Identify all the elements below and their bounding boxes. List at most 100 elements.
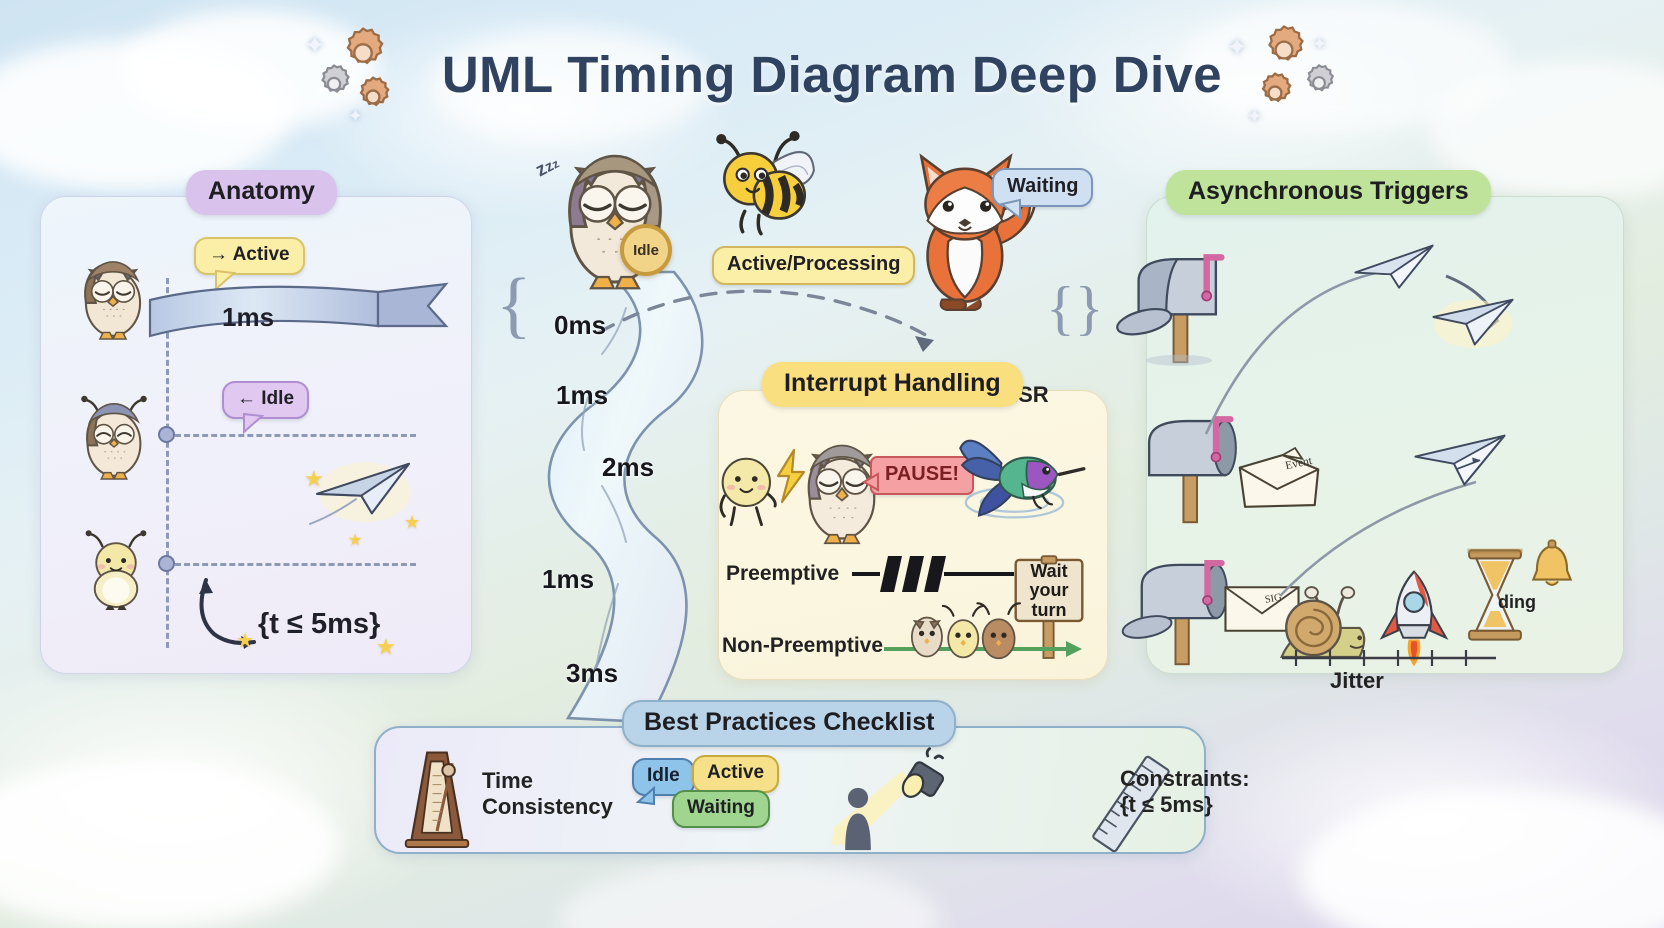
speech-bubble-tail bbox=[635, 785, 655, 806]
cloud-decoration bbox=[430, 30, 710, 140]
envelope-label: SIG bbox=[1264, 592, 1283, 606]
jitter-label: Jitter bbox=[1330, 668, 1384, 693]
anatomy-state-line-idle bbox=[166, 434, 416, 437]
gear-icon bbox=[359, 76, 390, 107]
badge-pause: PAUSE! bbox=[870, 456, 975, 495]
label-line-1: Constraints: bbox=[1120, 766, 1250, 791]
badge-state-active: Active bbox=[692, 755, 780, 793]
wait-your-turn-sign-text: Wait your turn bbox=[1029, 561, 1069, 620]
best-practice-label-time-consistency: Time Consistency bbox=[482, 768, 613, 821]
bug-illustration bbox=[85, 530, 147, 611]
cloud-decoration bbox=[1300, 790, 1664, 928]
rocket-icon bbox=[1379, 570, 1449, 667]
timeline-tick-0: 0ms bbox=[554, 310, 607, 340]
ding-label: ding bbox=[1498, 592, 1536, 612]
gear-icon bbox=[346, 27, 384, 65]
gear-icon bbox=[1261, 72, 1292, 103]
sparkle-icon: ★ bbox=[236, 630, 254, 652]
paper-plane-icon bbox=[1354, 244, 1434, 289]
panel-interrupt-title: Interrupt Handling bbox=[762, 362, 1023, 407]
label-line-1: Time bbox=[482, 768, 533, 793]
jitter-scale bbox=[1282, 650, 1496, 666]
label-line-2: Consistency bbox=[482, 794, 613, 820]
preemptive-label: Preemptive bbox=[726, 562, 840, 585]
ball-character-illustration bbox=[719, 457, 777, 527]
mailbox-icon bbox=[1116, 254, 1225, 366]
paper-plane-icon bbox=[1414, 434, 1506, 486]
panel-best-practices-title: Best Practices Checklist bbox=[622, 700, 957, 747]
gear-icon bbox=[1306, 64, 1335, 92]
anatomy-lifeline bbox=[166, 278, 169, 648]
sparkle-icon: ✦ bbox=[347, 106, 363, 126]
badge-active-processing: Active/Processing bbox=[712, 246, 916, 285]
curved-arrow-icon bbox=[199, 578, 256, 649]
speech-bubble-tail bbox=[215, 269, 237, 292]
badge-state-idle: Idle bbox=[632, 758, 695, 796]
owl-queue-illustration bbox=[910, 602, 1021, 660]
lifeline-dot bbox=[158, 555, 175, 572]
sparkle-icon: ★ bbox=[304, 466, 324, 491]
ribbon-duration-label: 1ms bbox=[222, 302, 275, 332]
gears-icon-left: ✦ ✦ bbox=[304, 22, 424, 126]
page-title-bar: ✦ ✦ UML Timing Diagram Deep Dive ✦ ✦ ✦ bbox=[0, 22, 1664, 128]
async-trigger-arc-2 bbox=[1279, 480, 1477, 597]
speech-bubble-tail bbox=[999, 198, 1021, 221]
sleeping-owl-illustration bbox=[84, 261, 142, 340]
panel-async-title: Asynchronous Triggers bbox=[1166, 170, 1491, 215]
anatomy-state-line-bug bbox=[166, 563, 416, 566]
panel-anatomy-title: Anatomy bbox=[186, 170, 337, 215]
constraint-label: {t ≤ 5ms} bbox=[258, 608, 381, 640]
timeline-tick-3: 1ms bbox=[542, 564, 595, 594]
bell-icon bbox=[1531, 539, 1573, 586]
moth-owl-illustration bbox=[81, 395, 147, 480]
sparkle-icon: ✦ bbox=[1246, 106, 1263, 128]
hourglass-icon bbox=[1467, 548, 1523, 641]
duration-ribbon bbox=[148, 282, 449, 338]
cloud-decoration bbox=[560, 860, 940, 928]
badge-active: → Active bbox=[194, 237, 305, 275]
paper-plane-icon bbox=[1432, 298, 1514, 348]
timeline-tick-1: 1ms bbox=[556, 380, 609, 410]
snail-icon bbox=[1279, 586, 1366, 659]
timeline-brace-left: { bbox=[496, 264, 532, 346]
badge-waiting: Waiting bbox=[992, 168, 1094, 207]
timeline-tick-4: 3ms bbox=[566, 658, 619, 688]
sparkle-icon: ★ bbox=[348, 532, 363, 549]
envelope-label: Event bbox=[1284, 454, 1314, 472]
preemptive-slashed-line bbox=[852, 556, 1014, 592]
sparkle-icon: ✦ bbox=[1312, 34, 1328, 54]
wait-your-turn-sign bbox=[1014, 555, 1084, 659]
lightning-bolt-icon bbox=[776, 448, 806, 504]
speech-bubble-tail bbox=[861, 472, 879, 492]
badge-idle-medallion: Idle bbox=[620, 224, 672, 276]
best-practice-label-constraints: Constraints: {t ≤ 5ms} bbox=[1120, 766, 1250, 819]
person-icon bbox=[845, 787, 871, 851]
badge-state-waiting: Waiting bbox=[672, 790, 770, 828]
paper-plane-icon bbox=[309, 462, 411, 525]
sparkle-icon: ★ bbox=[376, 634, 396, 659]
sparkle-icon: ✦ bbox=[303, 30, 326, 60]
panel-best-practices bbox=[374, 726, 1206, 854]
cloud-decoration bbox=[0, 760, 340, 928]
label-line-2: {t ≤ 5ms} bbox=[1120, 792, 1213, 818]
page-title: UML Timing Diagram Deep Dive bbox=[441, 45, 1223, 103]
gear-icon bbox=[321, 64, 350, 93]
gears-icon-right: ✦ ✦ ✦ bbox=[1226, 22, 1344, 128]
lifeline-dot bbox=[158, 426, 175, 443]
badge-idle-medallion-label: Idle bbox=[633, 241, 659, 259]
ruler-icon bbox=[1092, 755, 1170, 853]
interrupted-owl-illustration bbox=[807, 444, 876, 545]
timeline-flow-arrow bbox=[598, 289, 936, 352]
metronome-icon bbox=[404, 751, 470, 849]
bee-illustration bbox=[716, 130, 815, 236]
envelope-event-icon: Event bbox=[1238, 446, 1320, 508]
fox-illustration bbox=[919, 153, 1038, 311]
speech-bubble-tail bbox=[243, 412, 265, 435]
timeline-sleeping-owl bbox=[568, 154, 662, 290]
hummingbird-isr-illustration bbox=[959, 439, 1086, 519]
timeline-brace-right: {} bbox=[1046, 275, 1104, 341]
sparkle-icon: ★ bbox=[404, 512, 421, 532]
sparkle-icon: ✦ bbox=[1226, 32, 1248, 62]
mailbox-icon bbox=[1147, 416, 1237, 524]
